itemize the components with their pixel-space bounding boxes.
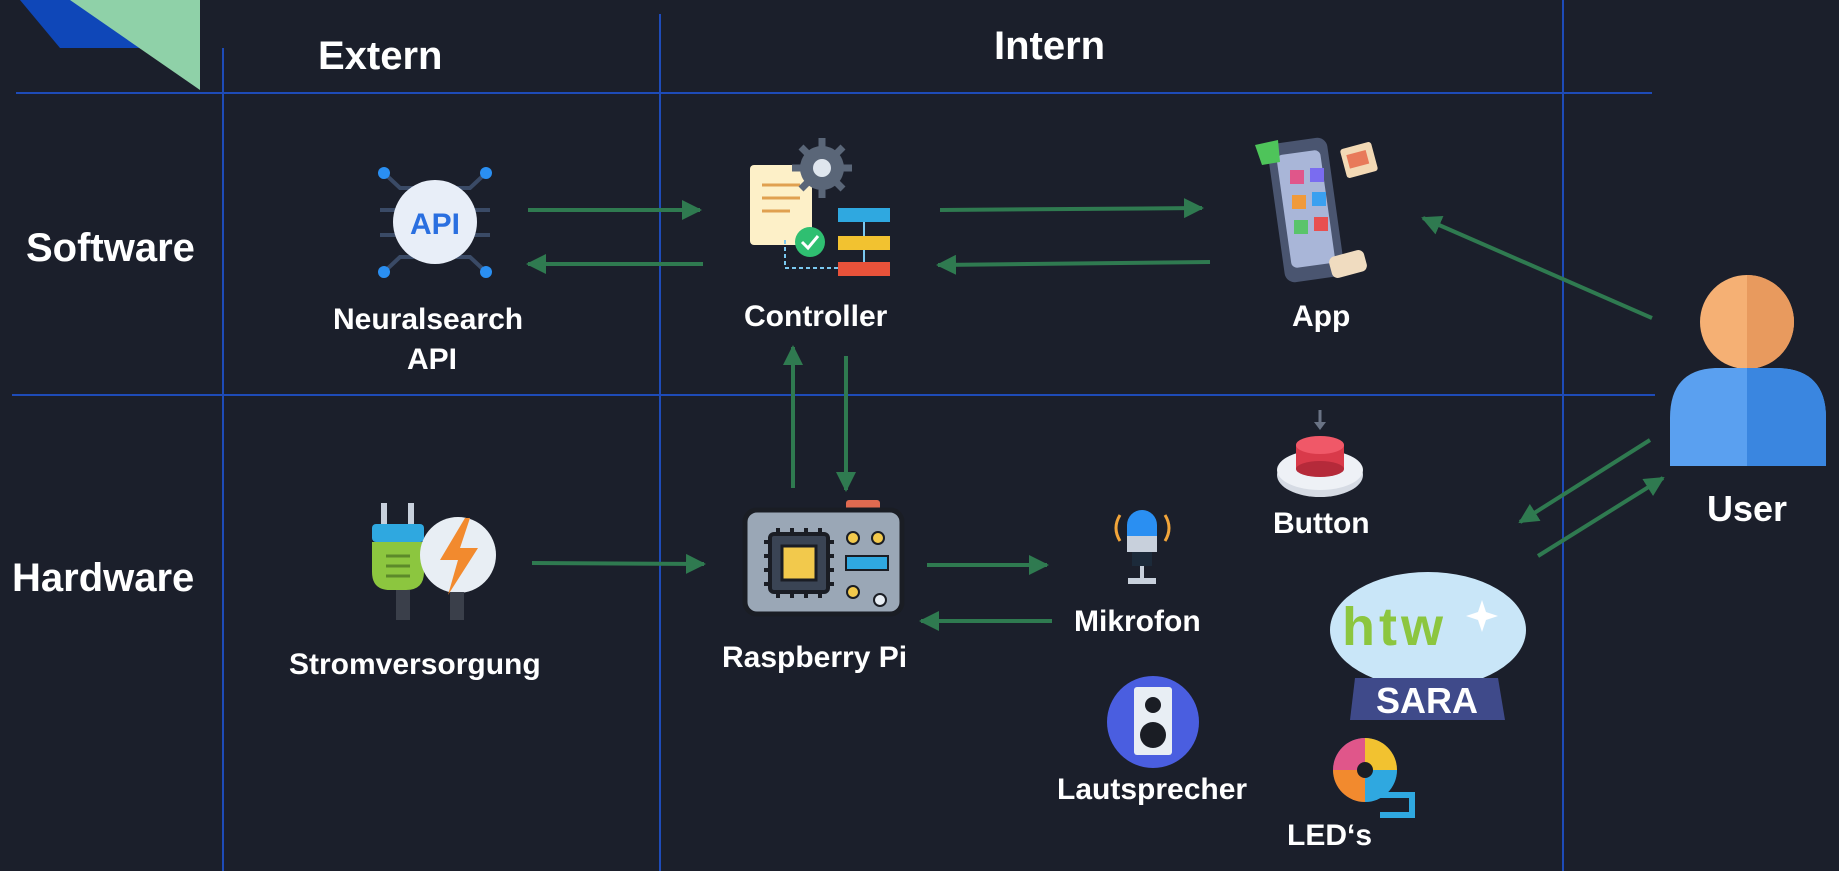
row-label-software: Software — [26, 226, 195, 270]
node-label-controller: Controller — [744, 300, 888, 333]
node-label-speaker: Lautsprecher — [1057, 773, 1248, 806]
speaker-icon — [1107, 676, 1199, 768]
node-label-leds: LED‘s — [1287, 819, 1373, 852]
column-header-intern: Intern — [994, 24, 1106, 68]
grid-lines — [12, 0, 1655, 871]
node-label-power: Stromversorgung — [289, 648, 541, 681]
app-icon — [1255, 137, 1378, 283]
node-label-mic: Mikrofon — [1074, 605, 1201, 638]
led-strip-icon — [1333, 738, 1415, 818]
arrow-user-to-app — [1421, 216, 1653, 320]
raspberry-pi-icon — [742, 500, 905, 617]
svg-text:API: API — [410, 208, 460, 241]
arrow-power-to-raspberry — [531, 553, 706, 574]
sara-logo — [1330, 572, 1526, 720]
push-button-icon — [1277, 410, 1363, 497]
power-plug-icon — [372, 503, 496, 620]
controller-icon — [750, 138, 890, 276]
column-header-extern: Extern — [318, 34, 443, 78]
arrow-user-to-button — [1518, 438, 1652, 524]
node-label-button: Button — [1273, 507, 1370, 540]
sara-logo-name: SARA — [1376, 680, 1479, 721]
arrow-app-to-controller — [936, 254, 1211, 275]
node-label-api-line1: Neuralsearch — [333, 303, 524, 336]
arrows — [526, 198, 1665, 631]
api-icon: API — [378, 167, 492, 278]
node-label-app: App — [1292, 300, 1351, 333]
arrow-controller-to-app — [939, 198, 1204, 219]
microphone-icon — [1114, 510, 1171, 584]
node-label-user: User — [1707, 488, 1788, 529]
user-icon — [1670, 275, 1826, 466]
sara-logo-brand: htw — [1342, 597, 1447, 657]
row-label-hardware: Hardware — [12, 556, 195, 600]
corner-decoration — [20, 0, 200, 90]
node-label-raspberry: Raspberry Pi — [722, 641, 908, 674]
node-label-api-line2: API — [407, 343, 458, 376]
arrow-sara-to-user — [1536, 476, 1665, 558]
